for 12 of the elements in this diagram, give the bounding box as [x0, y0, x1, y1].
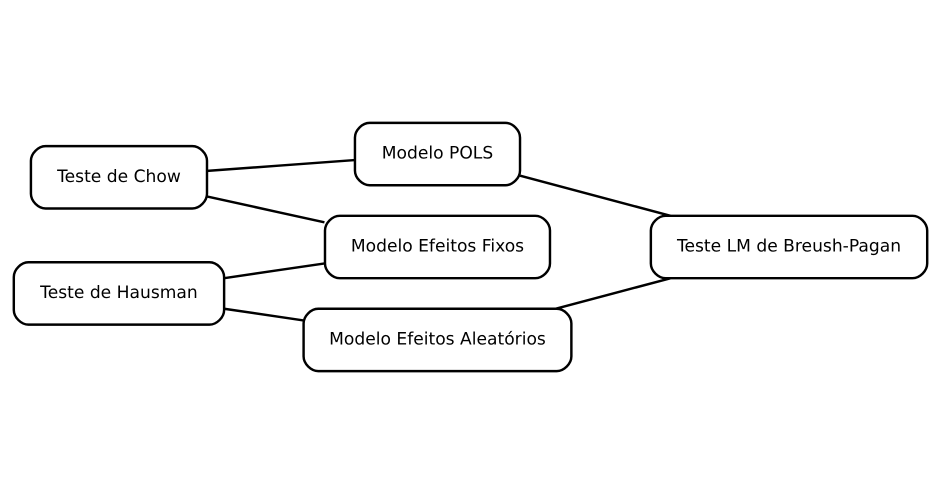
- connector: [224, 307, 304, 322]
- connector: [207, 158, 355, 172]
- node-box: Teste de Hausman: [12, 260, 226, 326]
- node-box: Modelo Efeitos Fixos: [324, 214, 552, 279]
- node-box: Modelo POLS: [354, 121, 522, 186]
- node-box: Teste de Chow: [30, 144, 208, 210]
- connector: [520, 174, 671, 216]
- connector: [224, 262, 325, 279]
- connector: [207, 194, 325, 224]
- node-box: Modelo Efeitos Aleatórios: [302, 307, 573, 372]
- node-box: Teste LM de Breush-Pagan: [650, 214, 928, 279]
- connector: [556, 276, 671, 310]
